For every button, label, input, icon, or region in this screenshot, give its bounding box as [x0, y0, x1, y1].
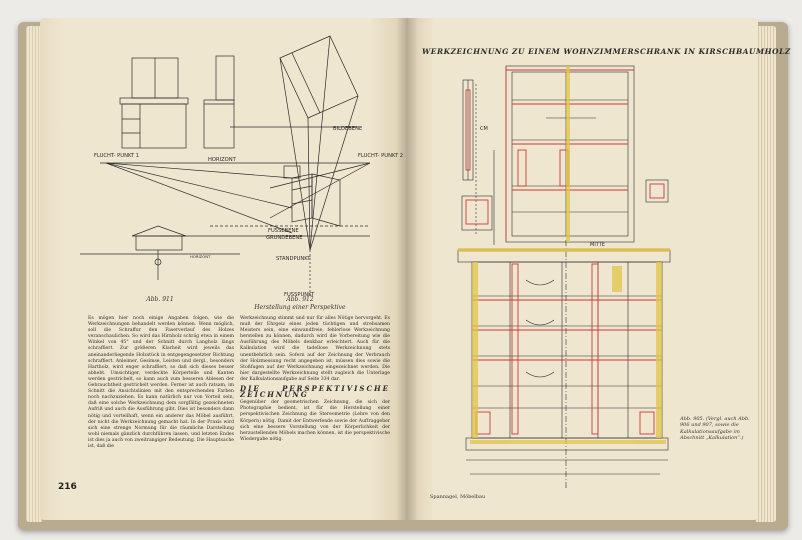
label-cm: CM	[480, 126, 488, 132]
column-2-paragraph-a: Werkzeichnung stimmt und nur für alles N…	[240, 316, 390, 382]
lower-cabinet	[471, 261, 663, 439]
label-fluchtpunkt-1: FLUCHT- PUNKT 1	[94, 153, 139, 159]
text-column-2: Werkzeichnung stimmt und nur für alles N…	[240, 316, 390, 443]
page-edges-left	[26, 26, 42, 522]
page-footer: Spannagel, Möbelbau	[430, 494, 486, 500]
label-horizont: HORIZONT	[208, 157, 237, 163]
column-1-paragraph: Es mögen hier noch einige Angaben folgen…	[88, 316, 234, 449]
section-title: DIE PERSPEKTIVISCHE ZEICHNUNG	[240, 384, 390, 400]
page-edges-right	[756, 26, 776, 522]
caption-abb-911: Abb. 911	[146, 296, 174, 303]
caption-abb-905: Abb. 905. (Vergl. auch Abb. 906 und 907,…	[680, 416, 750, 442]
right-page	[406, 18, 758, 520]
cabinet-base-front	[121, 103, 187, 149]
caption-abb-912-number: Abb. 912	[286, 296, 314, 303]
label-bildebene: BILDEBENE	[333, 126, 362, 132]
label-mitte: MITTE	[590, 242, 605, 248]
label-fluchtpunkt-2: FLUCHT- PUNKT 2	[358, 153, 403, 159]
page-number: 216	[58, 482, 77, 492]
text-column-1: Es mögen hier noch einige Angaben folgen…	[88, 316, 234, 450]
label-fussebene: FUSSEBENE	[268, 228, 299, 234]
caption-abb-912-title: Herstellung einer Perspektive	[254, 303, 346, 311]
label-horizont-small: HORIZONT	[190, 254, 211, 259]
label-standpunkt: STANDPUNKT	[276, 256, 311, 262]
caption-abb-912: Abb. 912 Herstellung einer Perspektive	[240, 296, 360, 312]
column-2-paragraph-b: Gegenüber der geometrischen Zeichnung, d…	[240, 400, 390, 442]
label-grundebene: GRUNDEBENE	[266, 235, 303, 241]
label-fusspunkt: FUSSPUNKT	[284, 292, 315, 298]
page-header: WERKZEICHNUNG ZU EINEM WOHNZIMMERSCHRANK…	[422, 47, 791, 56]
perspective-figure: BILDEBENE HORIZONT FLUCHT- PUNKT 1 FLUCH…	[80, 35, 403, 298]
left-page: BILDEBENE HORIZONT FLUCHT- PUNKT 1 FLUCH…	[40, 18, 406, 520]
